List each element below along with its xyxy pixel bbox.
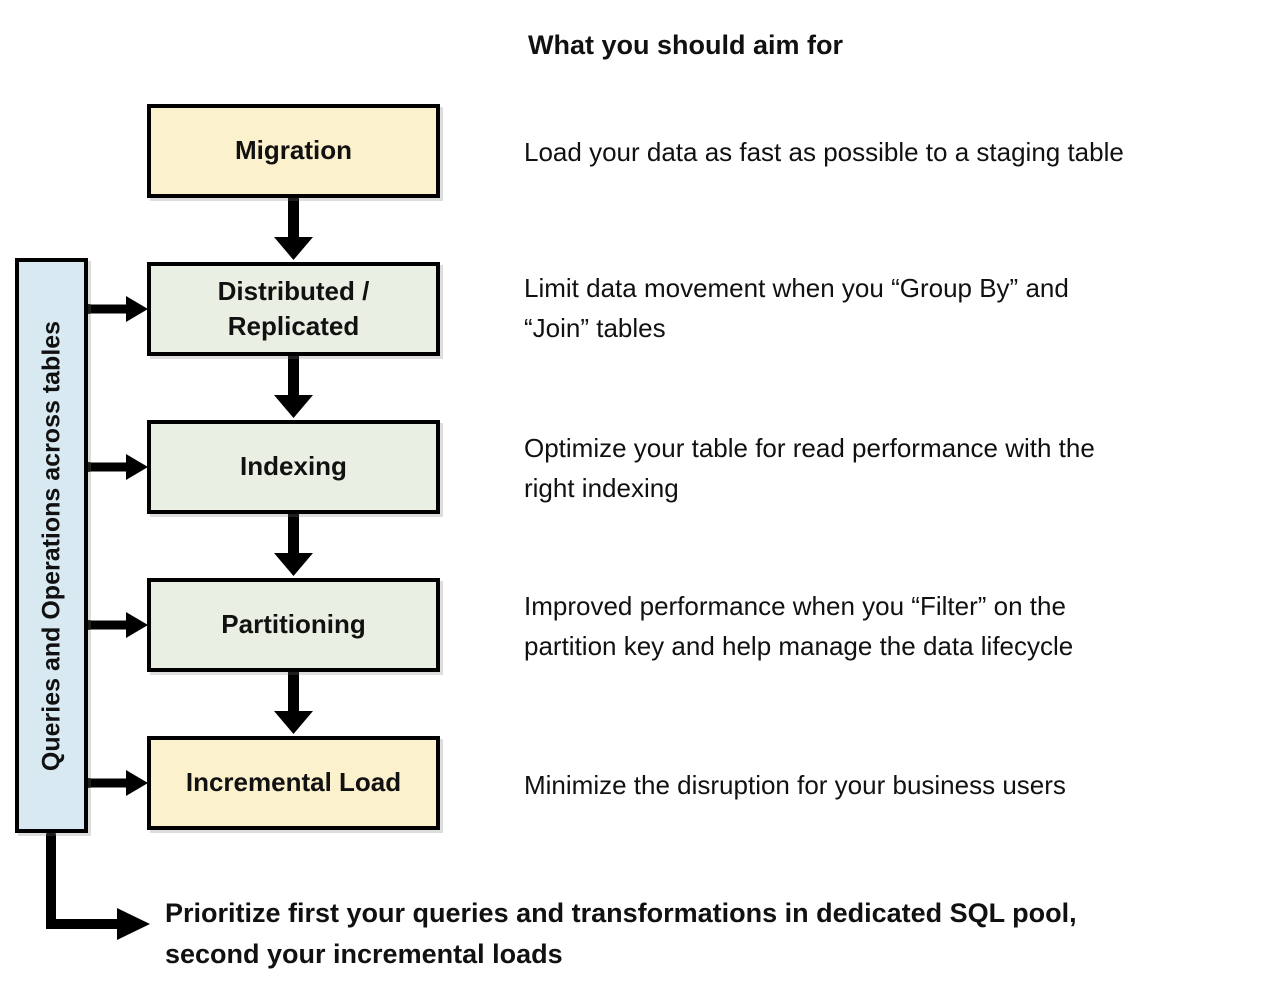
step-box-incremental-load: Incremental Load: [147, 736, 440, 830]
down-arrow: [274, 669, 313, 734]
description-line: Improved performance when you “Filter” o…: [524, 591, 1066, 621]
step-label: Indexing: [240, 451, 347, 482]
step-label: Distributed / Replicated: [217, 275, 370, 341]
sidebar-label: Queries and Operations across tables: [37, 320, 65, 771]
description-line: Optimize your table for read performance…: [524, 433, 1095, 463]
down-arrow: [274, 195, 313, 260]
footnote-line: second your incremental loads: [165, 939, 563, 969]
step-box-migration: Migration: [147, 104, 440, 198]
footnote-line: Prioritize first your queries and transf…: [165, 898, 1077, 928]
description-line: right indexing: [524, 473, 679, 503]
description-line: Limit data movement when you “Group By” …: [524, 273, 1069, 303]
down-arrow: [274, 353, 313, 418]
step-box-distributed-replicated: Distributed / Replicated: [147, 262, 440, 356]
footnote: Prioritize first your queries and transf…: [165, 893, 1077, 975]
description-indexing: Optimize your table for read performance…: [524, 428, 1095, 508]
column-title: What you should aim for: [528, 30, 843, 60]
description-line: “Join” tables: [524, 313, 666, 343]
step-label: Incremental Load: [185, 767, 402, 798]
side-arrow: [84, 612, 148, 638]
description-migration: Load your data as fast as possible to a …: [524, 132, 1124, 172]
side-arrow: [84, 454, 148, 480]
step-box-partitioning: Partitioning: [147, 578, 440, 672]
description-line: partition key and help manage the data l…: [524, 631, 1074, 661]
footnote-arrow: [46, 830, 150, 940]
description-line: Load your data as fast as possible to a …: [524, 137, 1124, 167]
step-label: Partitioning: [221, 609, 366, 640]
down-arrow: [274, 511, 313, 576]
description-partitioning: Improved performance when you “Filter” o…: [524, 586, 1073, 666]
sidebar-queries-operations: Queries and Operations across tables: [15, 258, 88, 833]
step-box-indexing: Indexing: [147, 420, 440, 514]
side-arrow: [84, 296, 148, 322]
description-distributed-replicated: Limit data movement when you “Group By” …: [524, 268, 1069, 348]
side-arrow: [84, 770, 148, 796]
description-incremental-load: Minimize the disruption for your busines…: [524, 765, 1066, 805]
step-label: Migration: [235, 135, 352, 166]
description-line: Minimize the disruption for your busines…: [524, 770, 1066, 800]
